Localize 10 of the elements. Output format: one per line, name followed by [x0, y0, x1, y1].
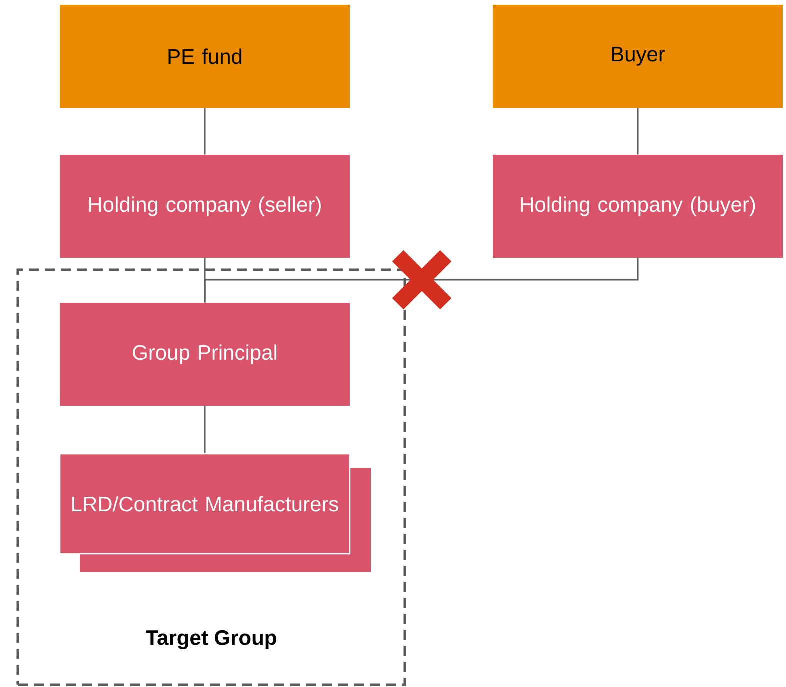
connector-line — [204, 108, 206, 155]
owner-box: Buyer — [493, 5, 783, 108]
connector-line — [204, 258, 639, 303]
company-box: Holding company (buyer) — [493, 155, 783, 258]
company-box: Group Principal — [60, 303, 350, 406]
connector-line — [204, 406, 206, 454]
connector-line — [637, 108, 639, 155]
company-box: Holding company (seller) — [60, 155, 350, 258]
stacked-company-box: LRD/Contract Manufacturers — [59, 453, 371, 572]
owner-box: PE fund — [60, 5, 350, 108]
